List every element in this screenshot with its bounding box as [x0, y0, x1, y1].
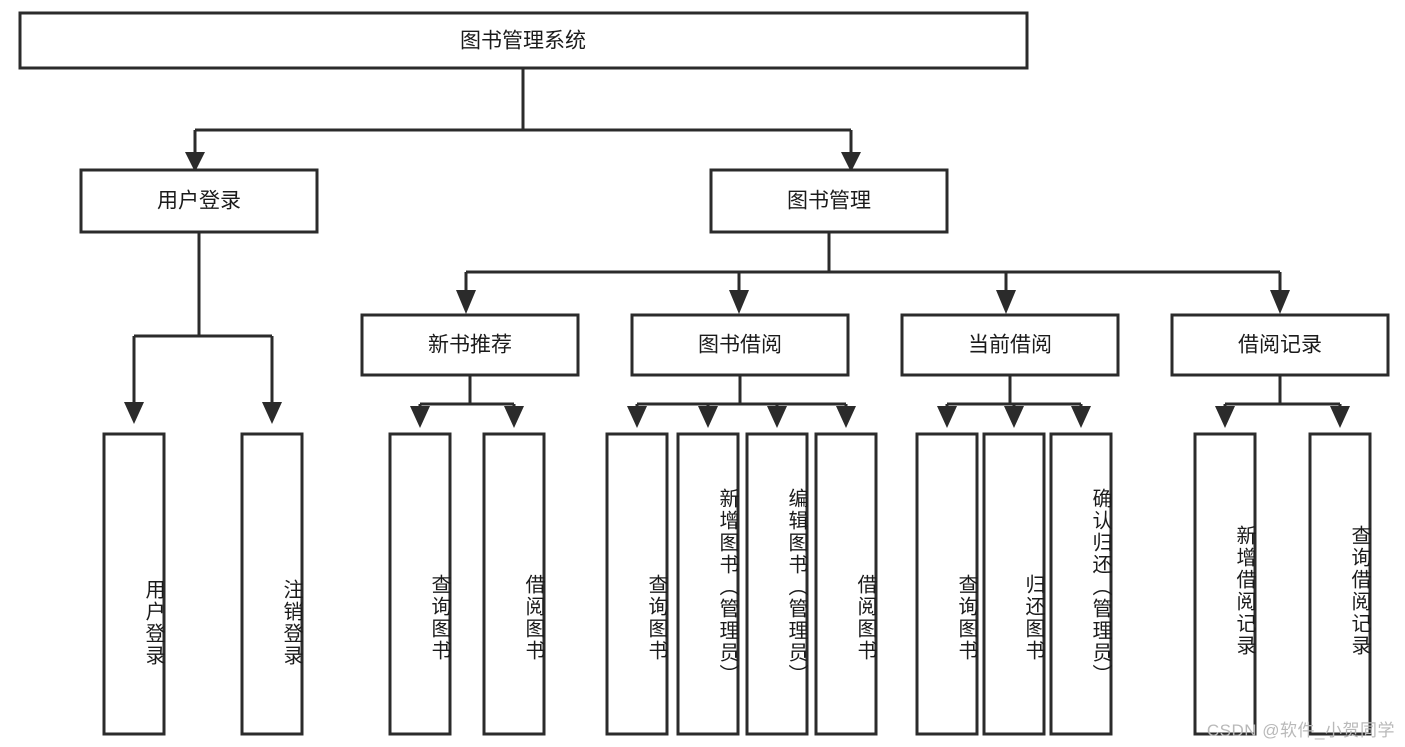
- connector-book-management-to-level3: [464, 232, 1282, 292]
- node-book-management[interactable]: 图书管理: [709, 168, 949, 234]
- connector-book-borrow-to-leaves: [635, 375, 848, 412]
- node-borrow-record[interactable]: 借阅记录: [1170, 313, 1390, 377]
- arrow-to-book-borrow: [729, 290, 749, 314]
- connector-borrow-record-to-leaves: [1223, 375, 1342, 412]
- arrow-to-leaf-return-book: [1004, 406, 1024, 428]
- node-new-book-recommend-label: 新书推荐: [428, 334, 512, 357]
- leaf-node-query-book-2[interactable]: [605, 432, 669, 736]
- node-root[interactable]: 图书管理系统: [18, 11, 1029, 70]
- arrow-to-leaf-borrow-book-2: [836, 406, 856, 428]
- arrow-to-leaf-borrow-book-1: [504, 406, 524, 428]
- node-root-label: 图书管理系统: [460, 30, 586, 53]
- node-user-login-label: 用户登录: [157, 190, 241, 213]
- connector-new-book-recommend-to-leaves: [418, 375, 516, 412]
- node-borrow-record-label: 借阅记录: [1238, 334, 1322, 357]
- arrow-to-leaf-add-record: [1215, 406, 1235, 428]
- node-current-borrow[interactable]: 当前借阅: [900, 313, 1120, 377]
- arrow-to-leaf-query-book-1: [410, 406, 430, 428]
- arrow-to-leaf-edit-book: [767, 406, 787, 428]
- connector-user-login-to-leaves: [132, 232, 274, 404]
- leaf-node-add-record[interactable]: [1193, 432, 1257, 736]
- arrow-to-leaf-query-record: [1330, 406, 1350, 428]
- arrow-to-new-book-recommend: [456, 290, 476, 314]
- node-new-book-recommend[interactable]: 新书推荐: [360, 313, 580, 377]
- connector-root-to-level2: [193, 68, 853, 155]
- leaf-node-borrow-book-2[interactable]: [814, 432, 878, 736]
- leaf-node-add-book[interactable]: [676, 432, 740, 736]
- node-user-login[interactable]: 用户登录: [79, 168, 319, 234]
- node-current-borrow-label: 当前借阅: [968, 334, 1052, 357]
- arrow-to-user-login: [185, 152, 205, 172]
- arrow-to-leaf-user-login: [124, 402, 144, 424]
- watermark-text: CSDN @软件_小贺同学: [1206, 721, 1395, 740]
- leaf-node-edit-book[interactable]: [745, 432, 809, 736]
- leaf-node-query-book-3[interactable]: [915, 432, 979, 736]
- leaf-node-user-login[interactable]: [102, 432, 166, 736]
- arrow-to-leaf-add-book: [698, 406, 718, 428]
- node-book-management-label: 图书管理: [787, 190, 871, 213]
- leaf-node-return-book[interactable]: [982, 432, 1046, 736]
- arrow-to-current-borrow: [996, 290, 1016, 314]
- leaf-node-user-logout[interactable]: [240, 432, 304, 736]
- node-book-borrow[interactable]: 图书借阅: [630, 313, 850, 377]
- leaf-node-query-book-1[interactable]: [388, 432, 452, 736]
- node-book-borrow-label: 图书借阅: [698, 334, 782, 357]
- leaf-node-confirm-return[interactable]: [1049, 432, 1113, 736]
- arrow-to-leaf-query-book-3: [937, 406, 957, 428]
- arrow-to-leaf-user-logout: [262, 402, 282, 424]
- arrow-to-borrow-record: [1270, 290, 1290, 314]
- leaf-node-query-record[interactable]: [1308, 432, 1372, 736]
- arrow-to-leaf-query-book-2: [627, 406, 647, 428]
- arrow-to-book-management: [841, 152, 861, 172]
- leaf-node-borrow-book-1[interactable]: [482, 432, 546, 736]
- arrow-to-leaf-confirm-return: [1071, 406, 1091, 428]
